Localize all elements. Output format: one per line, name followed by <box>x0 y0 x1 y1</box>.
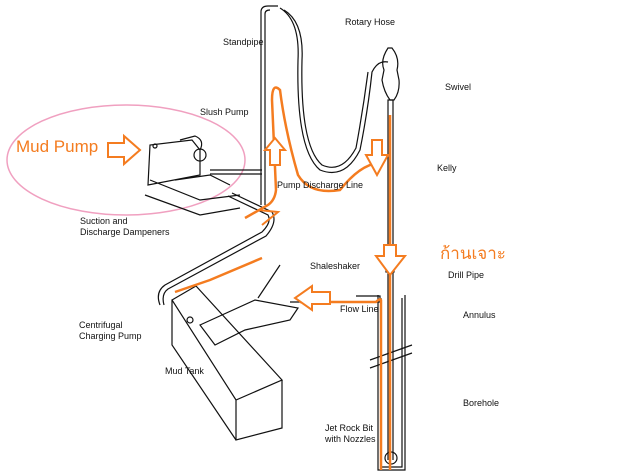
arrow-suction <box>257 209 281 226</box>
annotation-mud-pump: Mud Pump <box>16 137 99 156</box>
label-flow-line: Flow Line <box>340 304 379 314</box>
label-rotary-hose: Rotary Hose <box>345 17 396 27</box>
label-centrifugal-2: Charging Pump <box>79 331 142 341</box>
mud-pump-highlight-ellipse <box>6 104 246 216</box>
swivel <box>381 47 400 101</box>
label-slush-pump: Slush Pump <box>200 107 249 117</box>
shaleshaker <box>199 299 300 346</box>
annotation-drill-pipe-thai: ก้านเจาะ <box>440 244 506 263</box>
slush-pump <box>144 135 241 216</box>
label-jet-bit-1: Jet Rock Bit <box>325 423 374 433</box>
mud-flow-path <box>174 86 392 470</box>
arrow-mud-pump <box>107 133 142 167</box>
label-mud-tank: Mud Tank <box>165 366 204 376</box>
label-suction-dampeners-2: Discharge Dampeners <box>80 227 170 237</box>
arrow-down-drillpipe <box>374 244 408 277</box>
label-standpipe: Standpipe <box>223 37 264 47</box>
label-centrifugal-1: Centrifugal <box>79 320 123 330</box>
label-pump-discharge-line: Pump Discharge Line <box>277 180 364 190</box>
label-annulus: Annulus <box>463 310 496 320</box>
arrow-down-kelly <box>364 139 390 178</box>
arrow-flow-line <box>293 284 331 312</box>
label-drill-pipe: Drill Pipe <box>448 270 485 280</box>
label-borehole: Borehole <box>463 398 500 408</box>
flow-arrows <box>107 133 408 312</box>
label-kelly: Kelly <box>437 163 457 173</box>
label-suction-dampeners-1: Suction and <box>80 216 128 226</box>
label-swivel: Swivel <box>445 82 472 92</box>
standpipe <box>260 5 278 205</box>
arrow-up-standpipe <box>262 136 288 166</box>
rotary-hose <box>279 7 389 174</box>
label-shaleshaker: Shaleshaker <box>310 261 361 271</box>
label-jet-bit-2: with Nozzles <box>325 434 376 444</box>
mud-tank <box>171 285 284 441</box>
